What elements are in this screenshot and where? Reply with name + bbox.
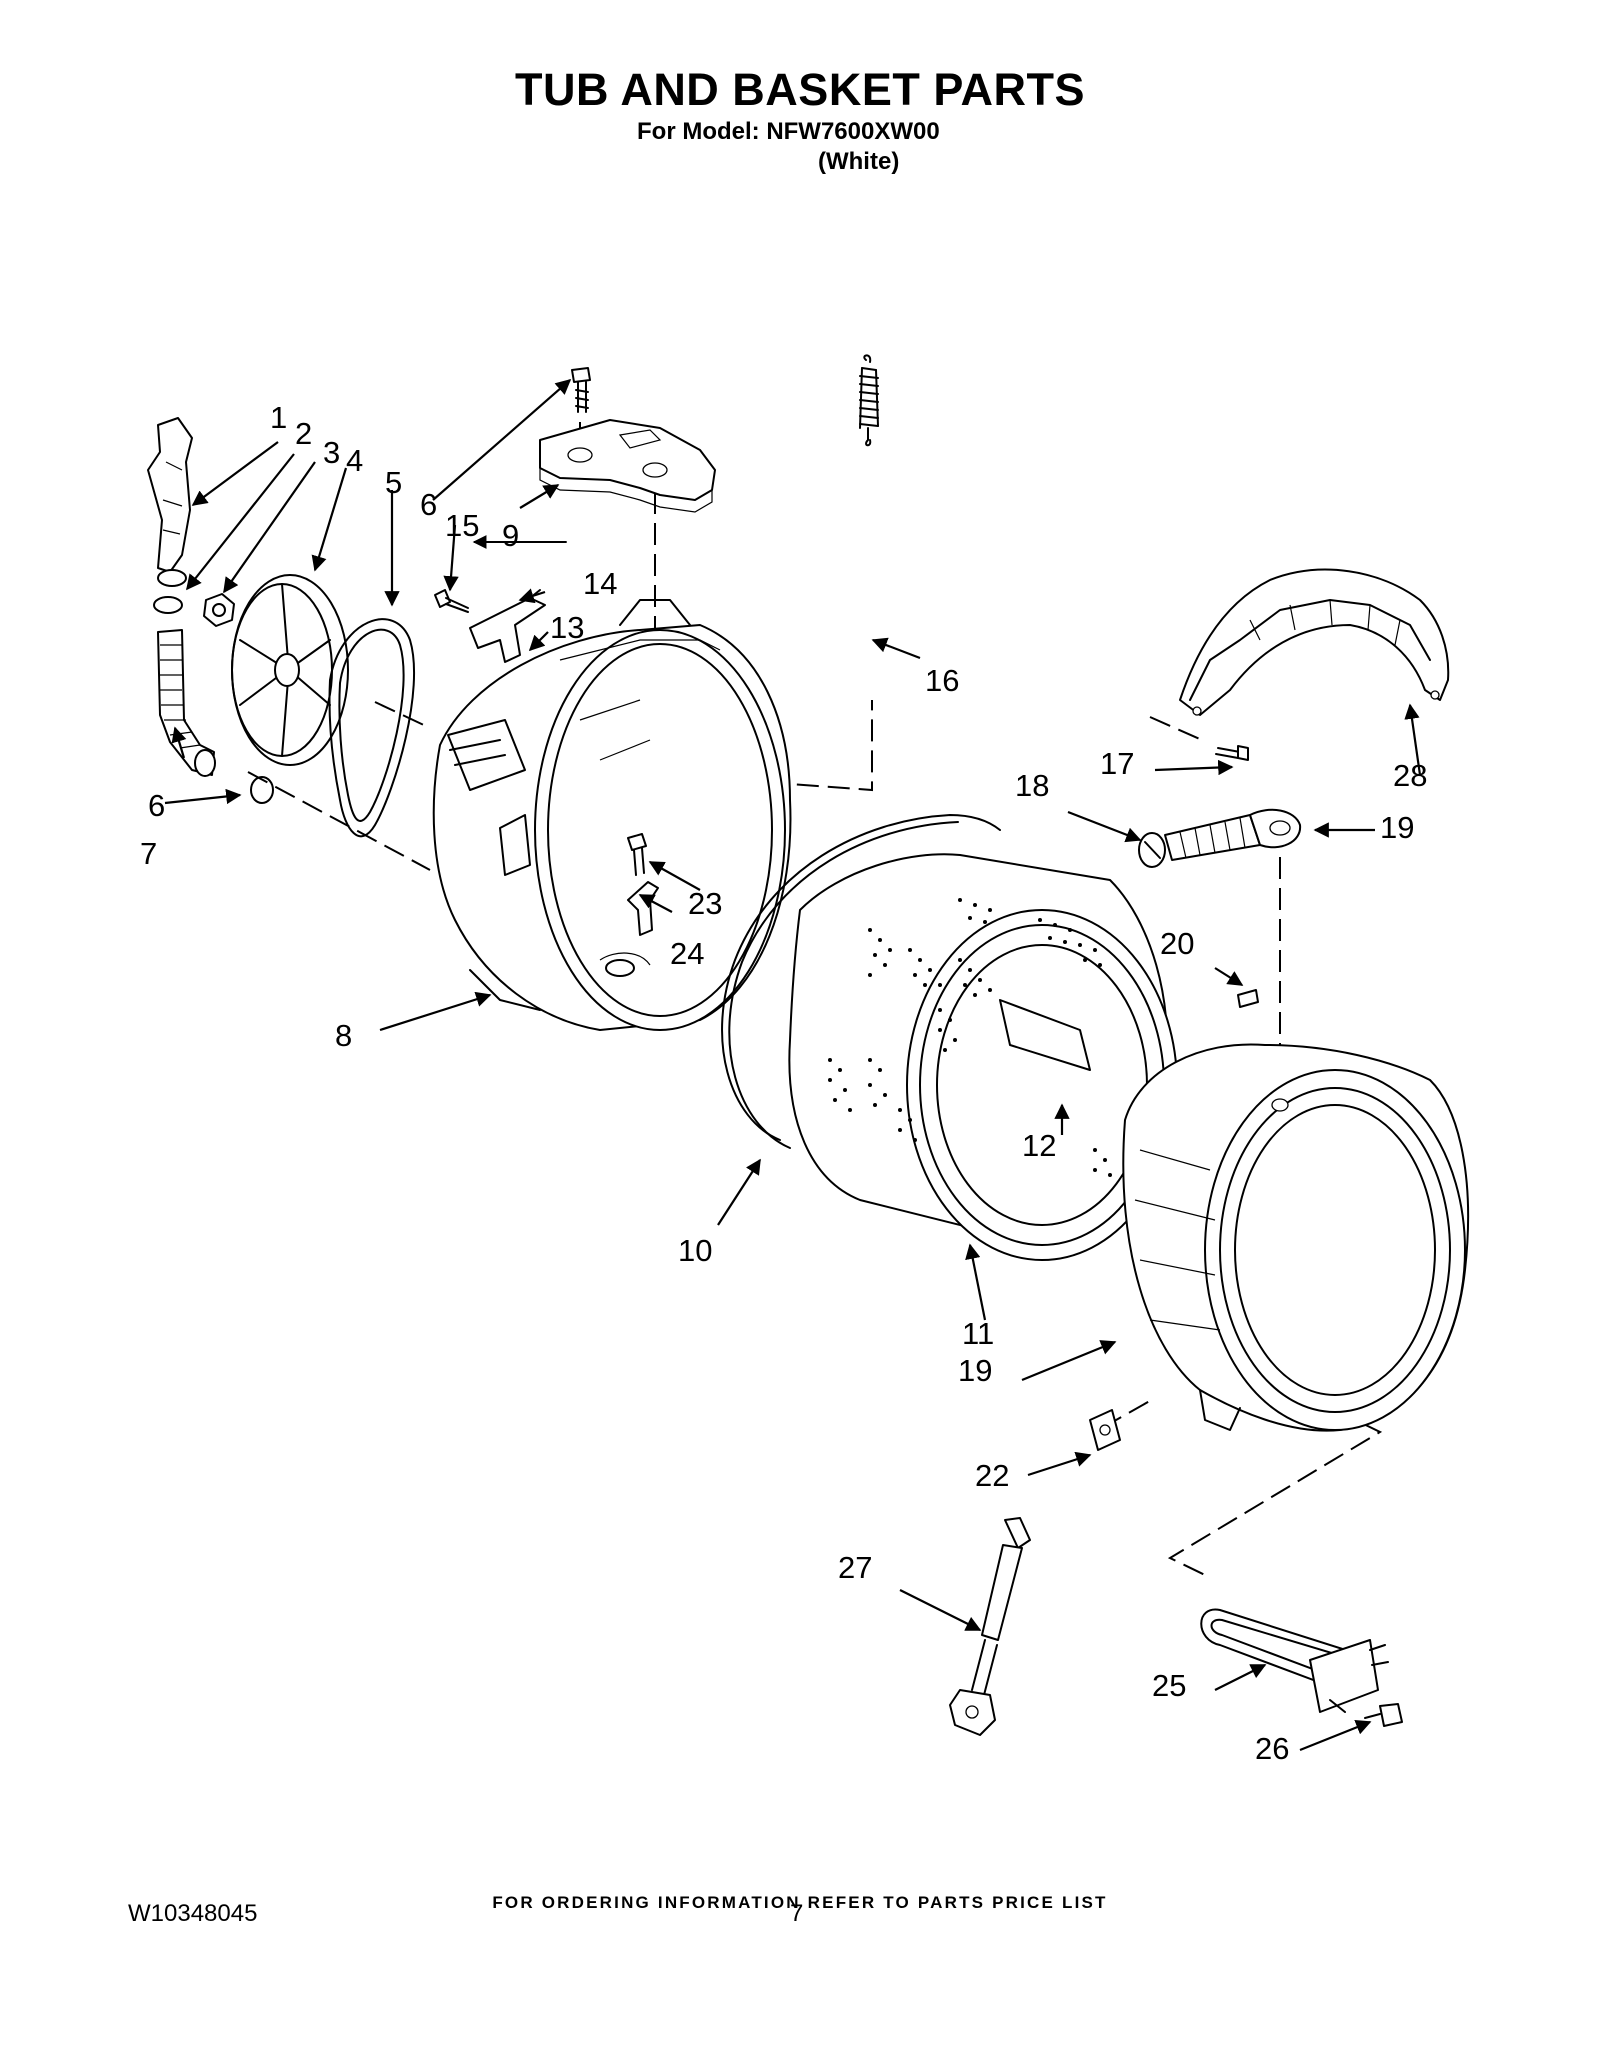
part-3-belt [328, 618, 416, 838]
part-25-heater [1200, 1608, 1389, 1713]
callout-14: 14 [583, 566, 618, 601]
part-10-tub-seal [721, 814, 1001, 1149]
callout-13: 13 [550, 610, 585, 645]
part-14-bracket [469, 589, 546, 663]
part-22-gasket [1089, 1409, 1121, 1451]
callout-18: 18 [1015, 768, 1050, 803]
color-line: (White) [818, 148, 900, 175]
callout-23: 23 [688, 886, 723, 921]
callout-4: 6 [420, 487, 438, 522]
callout-7: 6 [148, 788, 166, 823]
callout-9: 9 [502, 518, 520, 553]
part-20-clip [1237, 989, 1259, 1008]
part-1-nut [203, 593, 235, 627]
callout-10: 10 [678, 1233, 713, 1268]
callout-21: 19 [958, 1353, 993, 1388]
callout-19: 19 [1380, 810, 1415, 845]
part-8-rear-tub [432, 599, 792, 1031]
callout-leaders [164, 378, 1422, 1752]
part-26-sensor [1364, 1703, 1403, 1727]
part-23-screw [627, 833, 647, 876]
callout-2: 4 [346, 443, 364, 478]
callout-26: 26 [1255, 1731, 1290, 1766]
page-number: 7 [790, 1900, 804, 1927]
part-17-screw [1215, 745, 1249, 761]
callout-11: 11 [962, 1316, 995, 1351]
page-title: TUB AND BASKET PARTS [515, 64, 1085, 115]
part-16-spring [859, 354, 879, 447]
document-number: W10348045 [128, 1900, 258, 1927]
callout-20: 20 [1160, 926, 1195, 961]
basket-perforations [828, 898, 1112, 1177]
part-7-corrugated-hose [157, 629, 216, 777]
part-6-clamp-upper [153, 596, 183, 614]
part-27-damper [949, 1517, 1031, 1736]
part-28-frame [1179, 568, 1450, 716]
callout-5: 1 [270, 400, 288, 435]
callout-1: 3 [323, 435, 341, 470]
ordering-note: FOR ORDERING INFORMATION REFER TO PARTS … [492, 1893, 1108, 1912]
callout-16: 16 [925, 663, 960, 698]
callout-22: 22 [975, 1458, 1010, 1493]
part-9-counterweight [539, 419, 716, 513]
part-15-screw [434, 589, 469, 613]
callout-27: 27 [838, 1550, 873, 1585]
model-line: For Model: NFW7600XW00 [637, 118, 940, 145]
part-6-clamp-lower [250, 776, 274, 804]
callout-25: 25 [1152, 1668, 1187, 1703]
part-19-vent-hose [1164, 808, 1302, 861]
callout-12: 12 [1022, 1128, 1057, 1163]
callout-6b: 7 [140, 836, 158, 871]
callout-15: 15 [445, 508, 480, 543]
callout-6a: 2 [295, 416, 313, 451]
callout-8: 8 [335, 1018, 353, 1053]
part-5-hose-elbow [147, 417, 193, 587]
part-11-basket [788, 853, 1178, 1261]
part-18-clamp [1138, 832, 1166, 868]
part-21-front-tub [1122, 1043, 1470, 1432]
callout-28: 28 [1393, 758, 1428, 793]
part-4-screw [571, 367, 591, 413]
part-2-pulley [231, 574, 349, 766]
callout-3: 5 [385, 465, 403, 500]
callout-24: 24 [670, 936, 705, 971]
callout-17: 17 [1100, 746, 1135, 781]
